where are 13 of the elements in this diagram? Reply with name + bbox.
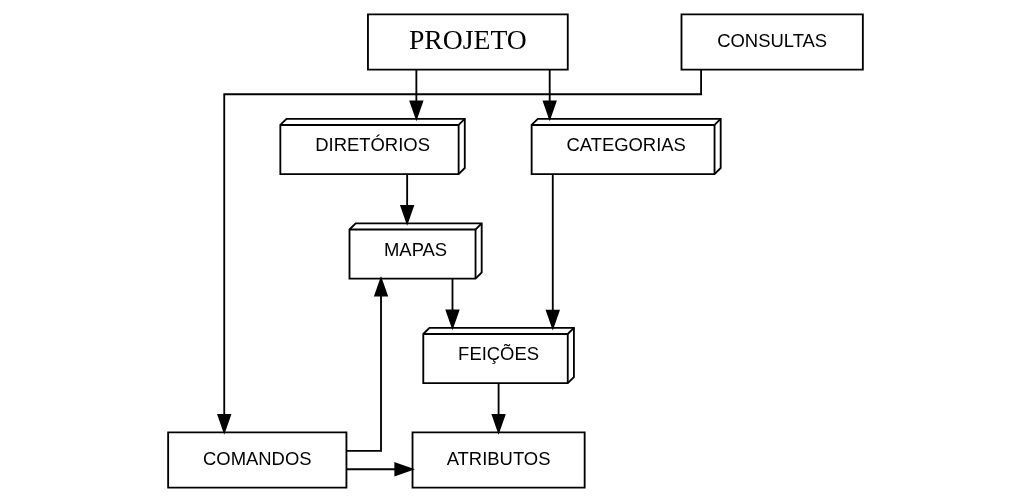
arrow [542, 69, 557, 122]
arrow [545, 173, 560, 331]
arrow [399, 173, 415, 226]
node-box: CONSULTAS [680, 13, 864, 71]
arrow [445, 278, 460, 331]
node-box: COMANDOS [167, 431, 348, 489]
arrow [345, 276, 389, 452]
arrow [217, 69, 702, 435]
node-box: PROJETO [367, 13, 569, 71]
node-box: ATRIBUTOS [411, 431, 586, 489]
arrow [409, 69, 424, 122]
arrow [491, 382, 506, 435]
arrow [345, 462, 415, 477]
